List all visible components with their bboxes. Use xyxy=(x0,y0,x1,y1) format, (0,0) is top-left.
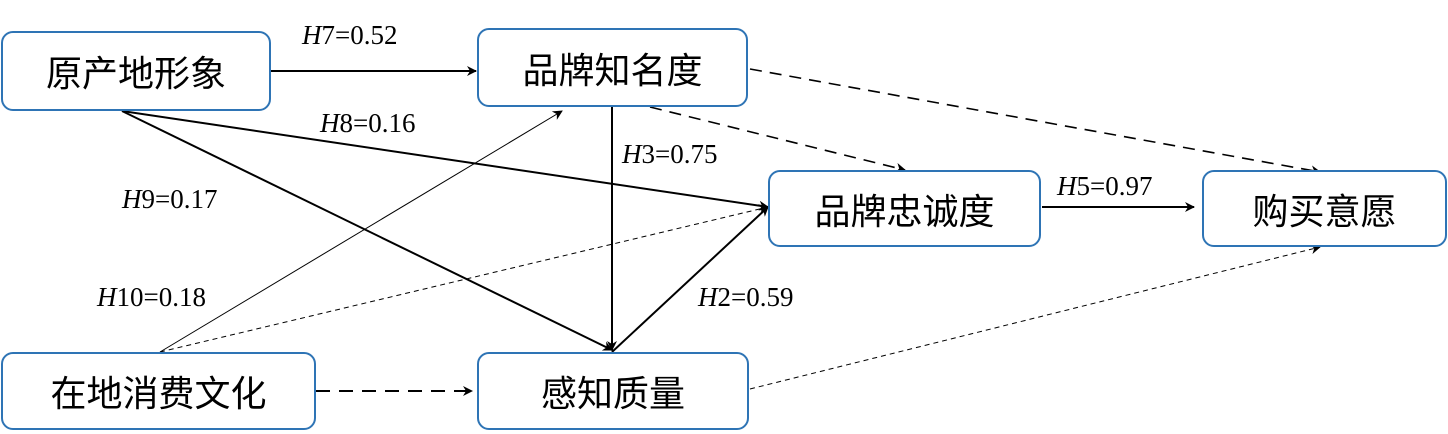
node-purchase-intention: 购买意愿 xyxy=(1202,170,1447,247)
label-h7-value: 7=0.52 xyxy=(321,20,398,50)
label-h5-value: 5=0.97 xyxy=(1076,171,1153,201)
node-brand-loyalty: 品牌忠诚度 xyxy=(768,170,1041,247)
label-h8-letter: H xyxy=(320,108,340,138)
label-h10-letter: H xyxy=(97,282,117,312)
node-local-consumer-culture: 在地消费文化 xyxy=(1,352,316,430)
node-country-of-origin-image: 原产地形象 xyxy=(1,31,271,111)
arrow-awareness-to-loyalty xyxy=(649,106,906,173)
label-h9-value: 9=0.17 xyxy=(141,184,218,214)
node-brand-awareness: 品牌知名度 xyxy=(477,28,748,107)
label-h3: H3=0.75 xyxy=(622,141,717,168)
label-h9: H9=0.17 xyxy=(122,186,217,213)
arrow-quality-to-intention xyxy=(749,244,1321,390)
arrow-awareness-to-intention xyxy=(749,68,1321,176)
label-h2-letter: H xyxy=(698,282,718,312)
label-h5-letter: H xyxy=(1057,171,1077,201)
arrow-coo-to-quality xyxy=(121,110,613,351)
arrow-quality-to-loyalty xyxy=(611,206,769,353)
label-h2-value: 2=0.59 xyxy=(717,282,794,312)
label-h2: H2=0.59 xyxy=(698,284,793,311)
label-h7-letter: H xyxy=(302,20,322,50)
label-h10: H10=0.18 xyxy=(97,284,206,311)
label-h8-value: 8=0.16 xyxy=(339,108,416,138)
label-h8: H8=0.16 xyxy=(320,110,415,137)
label-h10-value: 10=0.18 xyxy=(116,282,206,312)
label-h5: H5=0.97 xyxy=(1057,173,1152,200)
arrow-culture-to-awareness xyxy=(159,110,563,353)
node-perceived-quality: 感知质量 xyxy=(477,352,749,430)
label-h3-value: 3=0.75 xyxy=(641,139,718,169)
label-h3-letter: H xyxy=(622,139,642,169)
label-h7: H7=0.52 xyxy=(302,22,397,49)
label-h9-letter: H xyxy=(122,184,142,214)
arrow-culture-to-loyalty xyxy=(159,204,769,353)
arrow-coo-to-loyalty xyxy=(121,110,769,211)
